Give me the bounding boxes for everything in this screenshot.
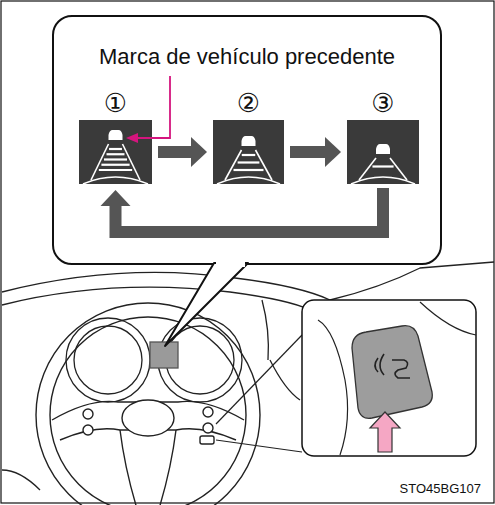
distance-bar [238, 161, 260, 163]
step-number: ③ [337, 89, 429, 118]
distance-bar [99, 169, 132, 171]
preceding-vehicle-mark [109, 130, 123, 140]
drawing-rect [200, 436, 214, 444]
drawing-ellipse [122, 400, 174, 436]
lane-line [225, 150, 242, 180]
step-number: ① [69, 89, 162, 118]
distance-switch [352, 326, 432, 419]
drawing-polygon [165, 263, 248, 346]
drawing-circle [83, 409, 93, 419]
own-vehicle-hood [217, 177, 280, 184]
display-icon: ② [213, 120, 284, 184]
callout-text: Marca de vehículo precedente [99, 45, 395, 69]
flow-arrow [290, 137, 341, 167]
arrow-head [101, 190, 131, 206]
drawing-circle [36, 303, 260, 505]
distance-bar [109, 148, 122, 150]
drawing-path [420, 302, 476, 335]
steering-wheel [36, 303, 260, 505]
gauges [66, 318, 242, 402]
drawing-path [262, 300, 268, 360]
drawing-polygon [126, 133, 138, 143]
arrow-body [290, 146, 325, 158]
drawing-rect [302, 300, 476, 456]
inset-leaders [216, 335, 302, 452]
drawing-circle [50, 317, 246, 505]
flow-arrow [158, 137, 207, 167]
lane-line [123, 144, 141, 180]
step-number: ② [203, 89, 294, 118]
drawing-path [270, 360, 300, 400]
lane-line [390, 158, 407, 180]
dashboard [2, 262, 494, 490]
drawing-line [216, 335, 302, 424]
drawing-polyline [136, 76, 170, 138]
distance-bar [104, 158, 127, 160]
lane-line [91, 144, 109, 180]
title-wrap: Marca de vehículo precedente [54, 45, 440, 69]
drawing-rect [216, 260, 245, 267]
display-icon: ① [79, 120, 152, 184]
drawing-path [380, 354, 384, 375]
own-vehicle-hood [351, 177, 415, 184]
preceding-vehicle-mark [242, 136, 256, 146]
switch-inset [302, 300, 476, 456]
icon-drawing [213, 120, 284, 184]
own-vehicle-hood [83, 177, 148, 184]
icon-drawing [79, 120, 152, 184]
drawing-path [318, 320, 348, 455]
drawing-circle [74, 326, 142, 394]
distance-bar [372, 165, 393, 167]
distance-bar [101, 164, 129, 166]
lane-line [359, 158, 376, 180]
lane-line [256, 150, 273, 180]
bubble-tail [165, 260, 248, 346]
leader-line [126, 76, 170, 143]
arrow-body [116, 188, 384, 232]
callout-bubble: Marca de vehículo precedente①②③ [52, 15, 442, 265]
drawing-path [158, 430, 176, 505]
preceding-vehicle-mark [376, 144, 390, 154]
press-arrow [370, 412, 400, 452]
drawing-path [2, 272, 330, 300]
drawing-circle [203, 423, 213, 433]
icon-drawing [347, 120, 419, 184]
switch-symbol [375, 354, 410, 378]
distance-bar [107, 153, 125, 155]
arrow-head [325, 137, 341, 167]
drawing-line [216, 440, 302, 452]
display-icon: ③ [347, 120, 419, 184]
drawing-circle [66, 318, 150, 402]
distance-bar [234, 169, 264, 171]
drawing-path [2, 470, 40, 490]
multi-display [150, 342, 178, 368]
drawing-path [375, 358, 378, 372]
flow-arrow [101, 188, 384, 232]
arrow-body [158, 146, 191, 158]
drawing-path [330, 262, 494, 300]
arrow-head [191, 137, 207, 167]
drawing-circle [83, 425, 93, 435]
drawing-circle [203, 407, 213, 417]
figure-code: STO45BG107 [400, 481, 481, 496]
distance-bar [242, 154, 256, 156]
drawing-path [392, 360, 410, 378]
drawing-path [120, 430, 138, 505]
